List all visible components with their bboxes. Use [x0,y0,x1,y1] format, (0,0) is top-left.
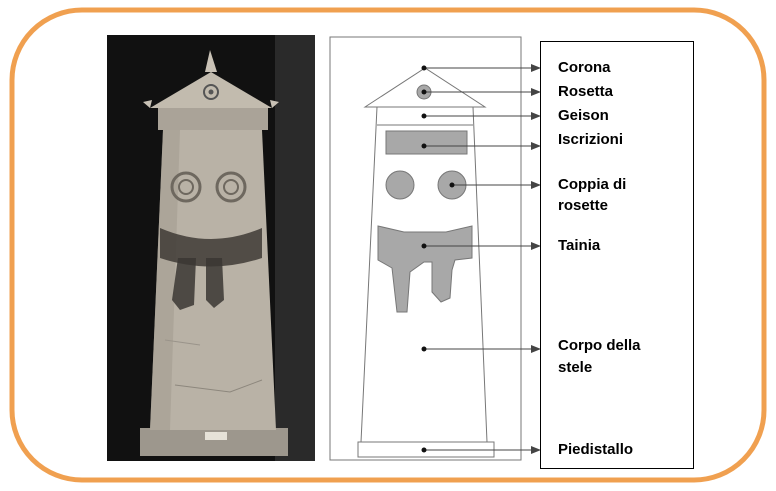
schematic-shaft [361,107,487,442]
schematic-inscription [386,131,467,154]
label-rosetta: Rosetta [558,82,613,101]
label-coppia-line2: rosette [558,196,608,215]
stele-photo [107,35,315,461]
stele-schematic [330,37,521,460]
label-iscrizioni: Iscrizioni [558,130,623,149]
label-corpo-line1: Corpo della [558,336,641,355]
label-geison: Geison [558,106,609,125]
label-corpo-line2: stele [558,358,592,377]
schematic-tainia [378,226,472,312]
label-tainia: Tainia [558,236,600,255]
label-corona: Corona [558,58,611,77]
label-coppia-line1: Coppia di [558,175,626,194]
label-piedistallo: Piedistallo [558,440,633,459]
schematic-rosette-left [386,171,414,199]
